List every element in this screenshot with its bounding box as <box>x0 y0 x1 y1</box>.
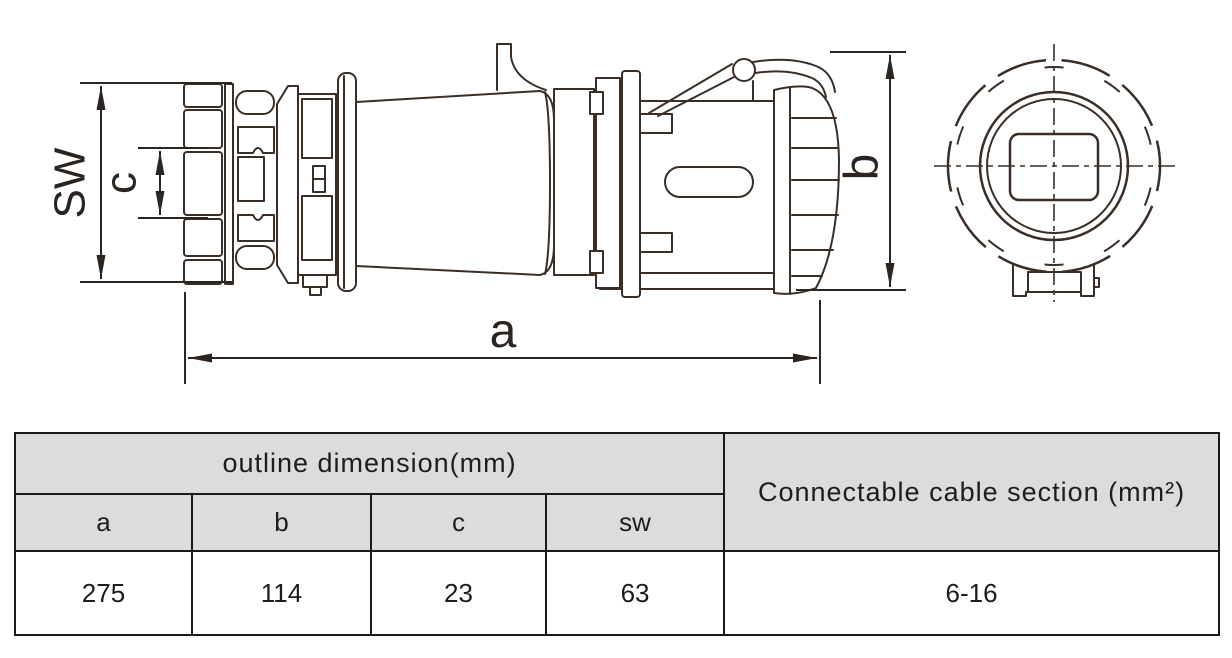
cable-clamp <box>235 90 275 270</box>
lid-hinge <box>648 58 836 117</box>
b-dimension <box>796 51 906 291</box>
dim-label-sw: SW <box>46 147 95 218</box>
dim-label-b: b <box>836 154 889 181</box>
cable-section-header: Connectable cable section (mm²) <box>723 432 1221 552</box>
dim-label-c: c <box>97 172 146 194</box>
center-lines <box>934 44 1176 302</box>
col-header-a: a <box>14 493 193 552</box>
outer-grip-ring <box>946 58 1162 274</box>
a-dimension <box>184 292 821 384</box>
side-view <box>183 43 840 298</box>
col-header-c: c <box>370 493 547 552</box>
cable-gland <box>183 83 234 285</box>
connector-drawing: SW c a b <box>46 43 1176 384</box>
collar <box>276 85 299 284</box>
mid-housing <box>297 93 337 296</box>
dimension-spec-table: outline dimension(mm) Connectable cable … <box>13 432 1221 636</box>
value-a: 275 <box>14 550 193 636</box>
value-sw: 63 <box>544 550 726 636</box>
lid-cover <box>752 58 836 93</box>
value-cable-section: 6-16 <box>723 550 1221 636</box>
flange-disc <box>337 72 357 292</box>
col-header-sw: sw <box>544 493 726 552</box>
hinge-pivot <box>732 58 756 82</box>
value-b: 114 <box>191 550 372 636</box>
conical-body <box>355 43 555 276</box>
dimensions <box>80 51 906 384</box>
sw-dimension <box>80 82 232 283</box>
dim-label-a: a <box>490 305 517 358</box>
hinge-arm <box>648 63 733 114</box>
value-c: 23 <box>370 550 547 636</box>
outline-dimension-header: outline dimension(mm) <box>13 432 726 495</box>
latch-handle-slot <box>664 166 754 198</box>
c-dimension <box>138 147 208 219</box>
col-header-b: b <box>191 493 372 552</box>
mounting-flange <box>589 70 641 298</box>
front-view <box>934 44 1176 302</box>
neck-cylinder <box>553 88 595 276</box>
coupling-cap <box>773 85 840 295</box>
